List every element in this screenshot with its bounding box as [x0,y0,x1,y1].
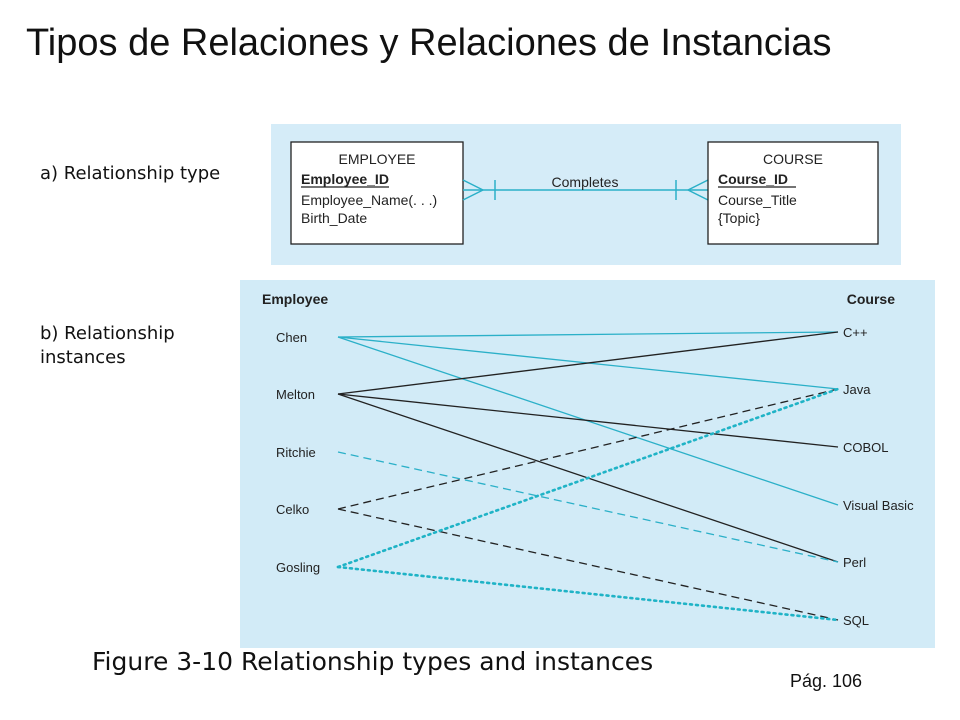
instances-svg: Employee Course ChenMeltonRitchieCelkoGo… [262,291,914,628]
course-instance-visual-basic: Visual Basic [843,498,914,513]
page-title: Tipos de Relaciones y Relaciones de Inst… [26,22,832,64]
entity-employee-key: Employee_ID [301,171,389,187]
employee-column-header: Employee [262,291,328,307]
course-instance-c-: C++ [843,325,868,340]
figure-caption: Figure 3-10 Relationship types and insta… [92,647,654,676]
entity-course-key: Course_ID [718,171,788,187]
link-gosling-sql [336,565,840,622]
employee-instance-ritchie: Ritchie [276,445,316,460]
course-instance-perl: Perl [843,555,866,570]
course-column-header: Course [847,291,895,307]
link-celko-sql [337,508,839,621]
er-diagram-svg: EMPLOYEE Employee_ID Employee_Name(. . .… [290,141,879,245]
course-instance-cobol: COBOL [843,440,889,455]
entity-employee-name: EMPLOYEE [338,151,415,167]
course-instance-java: Java [843,382,871,397]
employee-instance-celko: Celko [276,502,309,517]
relationship-name: Completes [552,174,619,190]
link-gosling-java [336,387,840,569]
link-melton-c- [337,331,839,395]
employee-instance-gosling: Gosling [276,560,320,575]
entity-course-attr: Course_Title [718,192,797,208]
label-relationship-instances: b) Relationship instances [40,323,175,368]
employee-instance-melton: Melton [276,387,315,402]
entity-course-name: COURSE [763,151,823,167]
entity-employee: EMPLOYEE Employee_ID Employee_Name(. . .… [290,141,464,245]
entity-course: COURSE Course_ID Course_Title {Topic} [707,141,879,245]
page-reference: Pág. 106 [790,671,863,691]
relationship-completes: Completes [462,174,709,201]
entity-employee-attr: Employee_Name(. . .) [301,192,437,208]
link-chen-c- [337,331,839,338]
entity-course-attr: {Topic} [718,210,760,226]
label-relationship-type: a) Relationship type [40,163,221,184]
er-diagram-panel: EMPLOYEE Employee_ID Employee_Name(. . .… [271,124,901,265]
entity-employee-attr: Birth_Date [301,210,367,226]
course-instance-sql: SQL [843,613,869,628]
employee-instance-chen: Chen [276,330,307,345]
link-celko-java [337,388,839,510]
link-ritchie-perl [337,451,839,563]
instance-links [336,331,840,622]
link-melton-cobol [337,393,839,448]
